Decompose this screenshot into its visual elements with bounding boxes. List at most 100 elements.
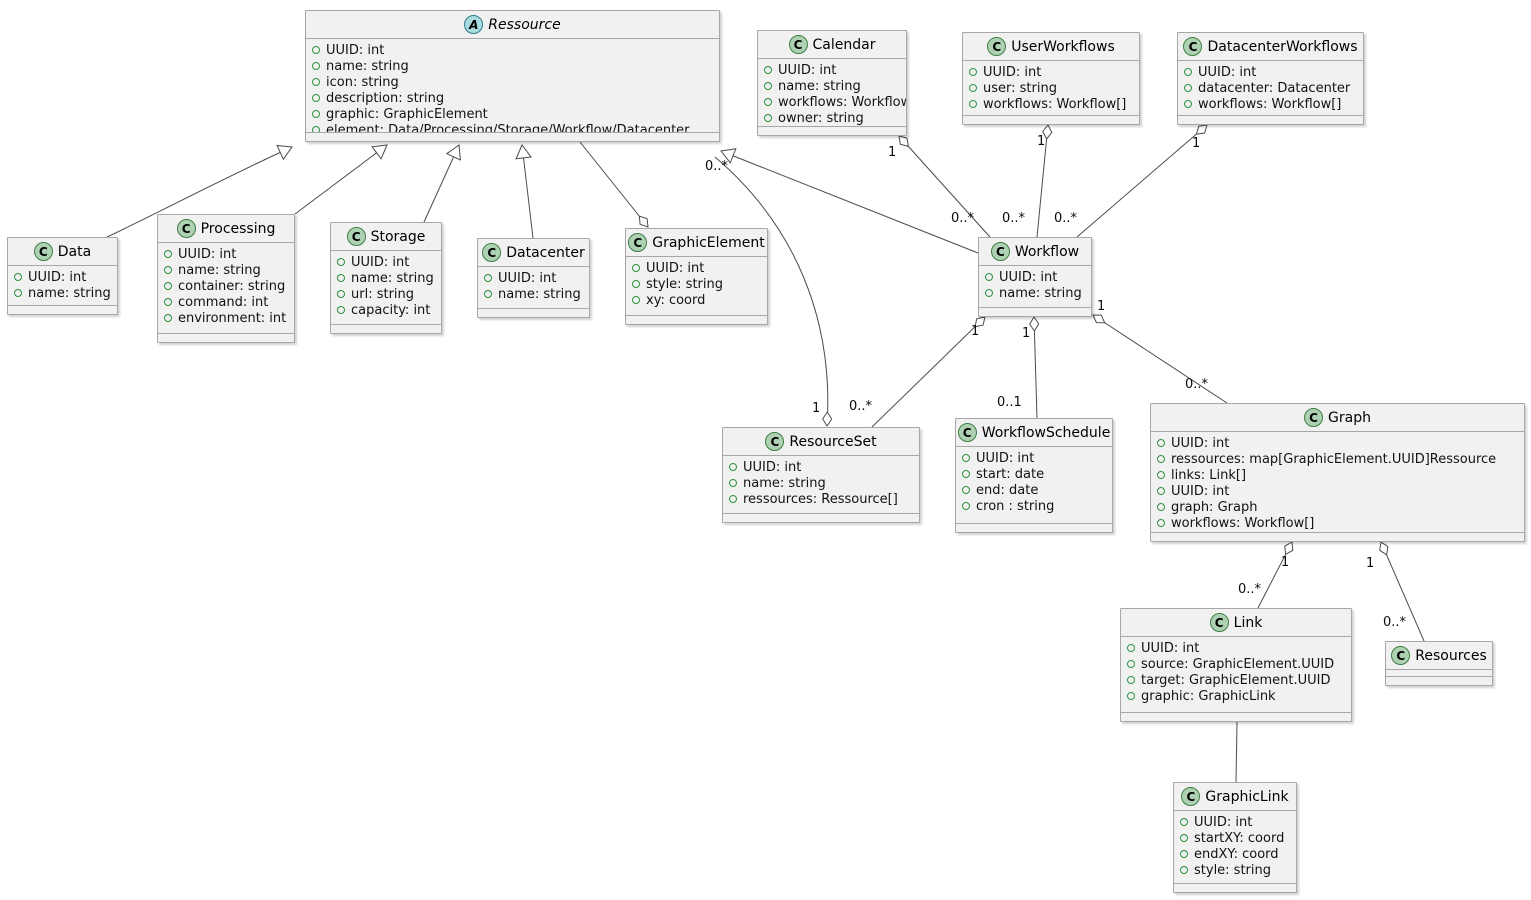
class-attribute: graph: Graph xyxy=(1157,499,1518,515)
class-attribute: name: string xyxy=(484,286,583,302)
methods-compartment xyxy=(963,115,1139,124)
class-attribute: ressources: map[GraphicElement.UUID]Ress… xyxy=(1157,451,1518,467)
multiplicity-label: 0..* xyxy=(849,399,873,414)
field-visibility-icon xyxy=(1127,692,1135,700)
class-attribute: container: string xyxy=(164,278,288,294)
multiplicity-label: 1 xyxy=(888,145,897,160)
class-attribute: source: GraphicElement.UUID xyxy=(1127,656,1345,672)
class-attribute: startXY: coord xyxy=(1180,830,1290,846)
field-visibility-icon xyxy=(969,68,977,76)
methods-compartment xyxy=(1151,532,1524,541)
field-visibility-icon xyxy=(1180,850,1188,858)
field-visibility-icon xyxy=(484,290,492,298)
class-attribute: UUID: int xyxy=(764,62,900,78)
attribute-text: container: string xyxy=(178,278,286,294)
class-name: Resources xyxy=(1415,647,1487,664)
attribute-text: cron : string xyxy=(976,498,1055,514)
class-attribute: environment: int xyxy=(164,310,288,326)
field-visibility-icon xyxy=(632,296,640,304)
field-visibility-icon xyxy=(164,266,172,274)
class-attribute: url: string xyxy=(337,286,435,302)
methods-compartment xyxy=(1121,712,1351,721)
field-visibility-icon xyxy=(764,98,772,106)
field-visibility-icon xyxy=(164,314,172,322)
attribute-text: description: string xyxy=(326,90,445,106)
field-visibility-icon xyxy=(1184,100,1192,108)
class-name: Data xyxy=(57,243,92,260)
relationship-line-graph-aggregates-resources xyxy=(1380,541,1425,642)
aggregation-diamond-icon xyxy=(1195,124,1208,135)
field-visibility-icon xyxy=(1157,439,1165,447)
relationship-line-datacenterworkflows-aggregates-workflow xyxy=(1076,124,1208,238)
field-visibility-icon xyxy=(729,495,737,503)
multiplicity-label: 0..* xyxy=(1002,211,1026,226)
inheritance-triangle-icon xyxy=(445,144,461,161)
attribute-text: name: string xyxy=(351,270,434,286)
attribute-text: name: string xyxy=(778,78,861,94)
class-icon: C xyxy=(33,242,53,261)
field-visibility-icon xyxy=(764,66,772,74)
multiplicity-label: 0..1 xyxy=(997,395,1022,410)
class-attribute: UUID: int xyxy=(969,64,1133,80)
field-visibility-icon xyxy=(337,258,345,266)
attribute-text: UUID: int xyxy=(1171,435,1230,451)
attribute-text: UUID: int xyxy=(351,254,410,270)
attribute-text: ressources: Ressource[] xyxy=(743,491,898,507)
attribute-text: name: string xyxy=(28,285,111,301)
class-icon: C xyxy=(1304,408,1324,427)
aggregation-diamond-icon xyxy=(822,411,833,427)
attribute-text: name: string xyxy=(743,475,826,491)
relationship-line-workflow-extends-ressource xyxy=(720,150,979,254)
field-visibility-icon xyxy=(1157,487,1165,495)
attribute-text: graphic: GraphicLink xyxy=(1141,688,1276,704)
methods-compartment xyxy=(478,308,589,317)
attribute-text: endXY: coord xyxy=(1194,846,1279,862)
class-attribute: UUID: int xyxy=(1127,640,1345,656)
multiplicity-label: 0..* xyxy=(705,159,729,174)
relationship-line-storage-extends-ressource xyxy=(423,144,460,223)
attribute-text: start: date xyxy=(976,466,1045,482)
field-visibility-icon xyxy=(1180,866,1188,874)
class-icon: C xyxy=(987,37,1007,56)
attribute-text: UUID: int xyxy=(178,246,237,262)
field-visibility-icon xyxy=(729,463,737,471)
class-attribute: user: string xyxy=(969,80,1133,96)
attribute-text: UUID: int xyxy=(1141,640,1200,656)
inheritance-triangle-icon xyxy=(515,144,532,160)
field-visibility-icon xyxy=(1184,68,1192,76)
relationship-line-workflow-aggregates-resourceset xyxy=(871,316,986,428)
class-name: Calendar xyxy=(812,36,876,53)
class-attribute: UUID: int xyxy=(729,459,913,475)
class-attribute: UUID: int xyxy=(962,450,1106,466)
attribute-text: UUID: int xyxy=(28,269,87,285)
methods-compartment xyxy=(956,523,1112,532)
relationship-line-datacenter-extends-ressource xyxy=(521,144,534,239)
field-visibility-icon xyxy=(164,282,172,290)
class-icon: C xyxy=(1183,37,1203,56)
relationship-line-processing-extends-ressource xyxy=(294,144,388,215)
aggregation-diamond-icon xyxy=(1042,124,1053,140)
class-attribute: name: string xyxy=(312,58,713,74)
field-visibility-icon xyxy=(969,84,977,92)
class-name: Datacenter xyxy=(506,244,585,261)
methods-compartment xyxy=(1178,115,1363,124)
field-visibility-icon xyxy=(1157,519,1165,527)
